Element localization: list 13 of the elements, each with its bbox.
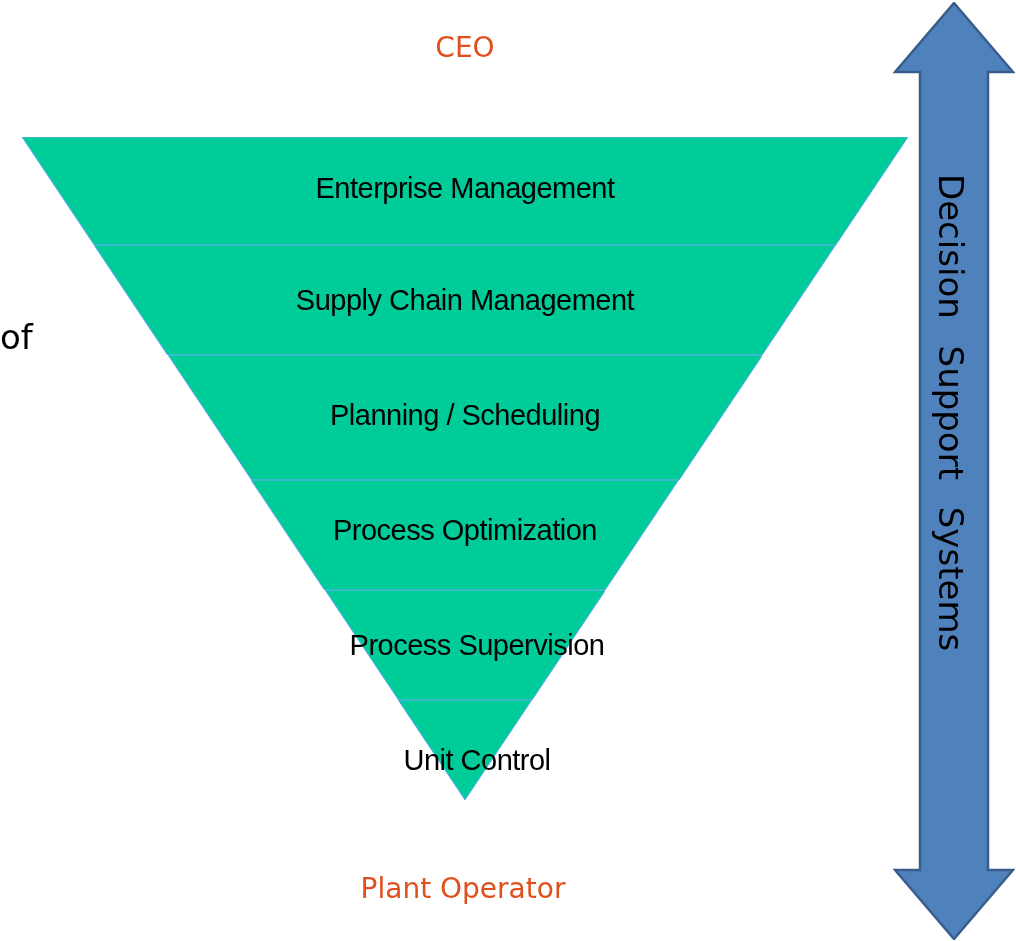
pyramid-level (22, 137, 908, 245)
double-arrow (893, 2, 1015, 940)
top-role-label: CEO (435, 30, 495, 64)
level-label: Enterprise Management (315, 171, 615, 205)
arrow-label: Decision Support Systems (931, 174, 971, 652)
level-label: Process Optimization (333, 513, 597, 547)
level-label: Planning / Scheduling (329, 398, 600, 432)
bottom-role-label: Plant Operator (360, 871, 566, 905)
pyramid-level (94, 245, 836, 355)
text-fragment: of (0, 317, 33, 357)
pyramid-level (251, 480, 679, 590)
pyramid-level (167, 355, 763, 480)
level-label: Supply Chain Management (295, 283, 635, 317)
